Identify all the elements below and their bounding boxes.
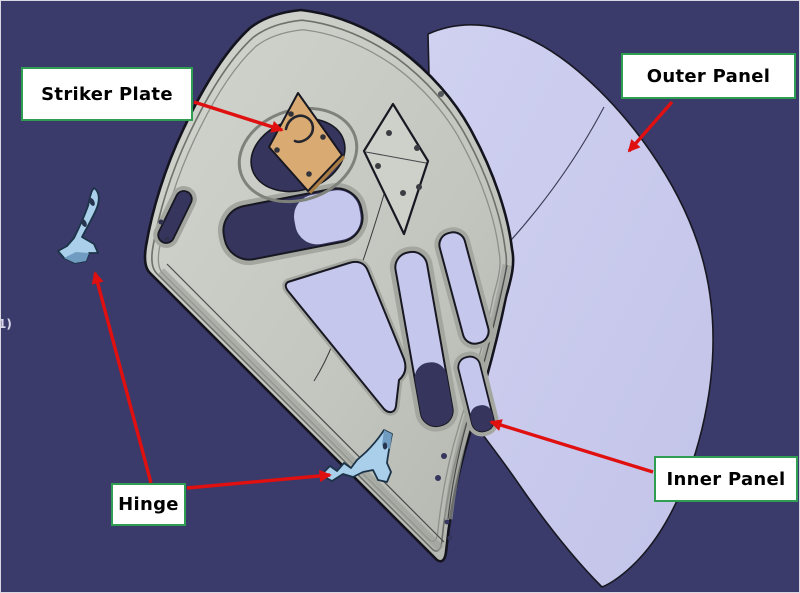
outer-panel-label-text: Outer Panel bbox=[646, 65, 771, 87]
cutout-upper-oval bbox=[217, 182, 369, 266]
cutout-tall-oval bbox=[389, 246, 459, 432]
cutout-small-oval bbox=[453, 351, 499, 437]
arrow-striker-plate bbox=[193, 100, 284, 133]
arrow-outer-panel bbox=[627, 100, 674, 153]
cutout-left-sliver bbox=[153, 186, 197, 248]
striker-wire-loop bbox=[284, 114, 315, 144]
outer-panel-part bbox=[427, 24, 714, 588]
hinge-upper-part bbox=[57, 187, 100, 264]
panel-holes bbox=[158, 91, 453, 541]
reinforcement-pad bbox=[362, 102, 430, 236]
inner-panel-label: Inner Panel bbox=[654, 456, 798, 502]
cutout-right-oval bbox=[434, 227, 494, 349]
callout-arrows bbox=[91, 100, 674, 490]
cutout-center bbox=[282, 258, 409, 416]
arrow-hinge-lower bbox=[186, 469, 332, 490]
inner-panel-label-text: Inner Panel bbox=[666, 468, 786, 490]
hinge-label: Hinge bbox=[111, 483, 186, 526]
outer-panel-label: Outer Panel bbox=[621, 53, 796, 99]
arrow-hinge-upper bbox=[91, 271, 153, 484]
edge-clipped-text: 1) bbox=[1, 317, 12, 331]
hinge-label-text: Hinge bbox=[118, 494, 179, 515]
striker-plate-label-text: Striker Plate bbox=[41, 83, 173, 105]
striker-plate-label: Striker Plate bbox=[21, 67, 193, 121]
arrow-inner-panel bbox=[489, 419, 654, 474]
hinge-lower-part bbox=[320, 429, 393, 483]
